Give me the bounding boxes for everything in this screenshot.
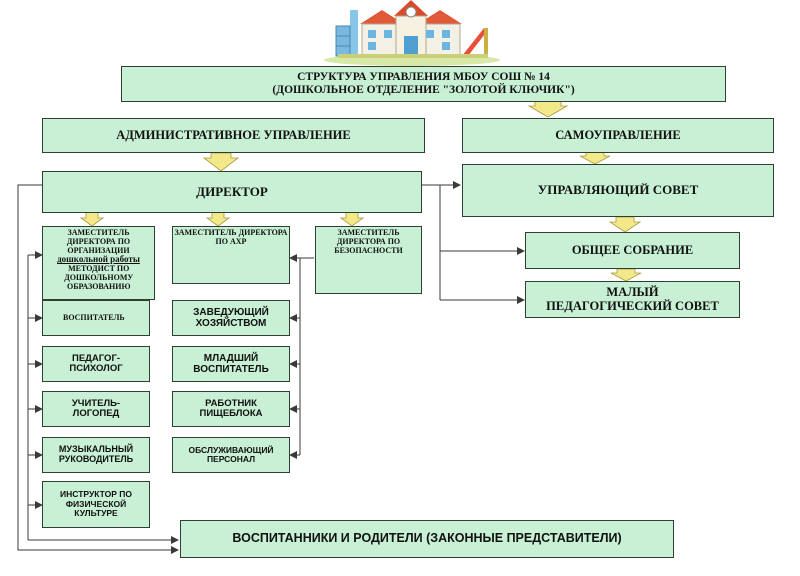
node-junior-educator: МЛАДШИЙ ВОСПИТАТЕЛЬ [172,346,290,382]
node-service-label: ОБСЛУЖИВАЮЩИЙ ПЕРСОНАЛ [188,444,274,464]
node-service: ОБСЛУЖИВАЮЩИЙ ПЕРСОНАЛ [172,437,290,473]
node-music: МУЗЫКАЛЬНЫЙ РУКОВОДИТЕЛЬ [42,437,150,473]
node-deputy-preschool-tail: дошкольной работы [57,254,140,265]
node-director: ДИРЕКТОР [42,171,422,213]
node-psychologist-label: ПЕДАГОГ-ПСИХОЛОГ [69,352,123,374]
node-admin-label: АДМИНИСТРАТИВНОЕ УПРАВЛЕНИЕ [116,127,351,142]
node-selfgov-label: САМОУПРАВЛЕНИЕ [555,127,681,142]
node-housekeeper-label: ЗАВЕДУЮЩИЙ ХОЗЯЙСТВОМ [193,307,269,329]
node-housekeeper: ЗАВЕДУЮЩИЙ ХОЗЯЙСТВОМ [172,300,290,336]
node-council-label: УПРАВЛЯЮЩИЙ СОВЕТ [537,182,699,198]
node-junior-educator-label: МЛАДШИЙ ВОСПИТАТЕЛЬ [193,353,269,375]
node-deputy-safety-label: ЗАМЕСТИТЕЛЬ ДИРЕКТОРА ПО БЕЗОПАСНОСТИ [334,228,403,255]
node-pupils: ВОСПИТАННИКИ И РОДИТЕЛИ (ЗАКОННЫЕ ПРЕДСТ… [180,520,674,558]
node-kitchen-label: РАБОТНИК ПИЩЕБЛОКА [199,397,263,419]
node-educator-label: ВОСПИТАТЕЛЬ [63,312,125,322]
node-deputy-ahr: ЗАМЕСТИТЕЛЬ ДИРЕКТОРА ПО АХР [172,226,290,284]
diagram-title: СТРУКТУРА УПРАВЛЕНИЯ МБОУ СОШ № 14 (ДОШК… [121,66,726,102]
node-methodist-label: МЕТОДИСТ ПО ДОШКОЛЬНОМУ ОБРАЗОВАНИЮ [64,264,134,291]
node-psychologist: ПЕДАГОГ-ПСИХОЛОГ [42,346,150,382]
node-deputy-preschool-label: ЗАМЕСТИТЕЛЬ ДИРЕКТОРА ПО ОРГАНИЗАЦИИ [66,228,131,255]
node-deputy-preschool: ЗАМЕСТИТЕЛЬ ДИРЕКТОРА ПО ОРГАНИЗАЦИИ дош… [42,226,155,300]
node-deputy-ahr-label: ЗАМЕСТИТЕЛЬ ДИРЕКТОРА ПО АХР [174,228,288,246]
node-selfgov: САМОУПРАВЛЕНИЕ [462,118,774,153]
node-ped-council: МАЛЫЙ ПЕДАГОГИЧЕСКИЙ СОВЕТ [525,281,740,318]
node-music-label: МУЗЫКАЛЬНЫЙ РУКОВОДИТЕЛЬ [58,444,134,464]
title-line-2: (ДОШКОЛЬНОЕ ОТДЕЛЕНИЕ "ЗОЛОТОЙ КЛЮЧИК") [272,84,575,96]
node-educator: ВОСПИТАТЕЛЬ [42,300,150,336]
node-assembly: ОБЩЕЕ СОБРАНИЕ [525,232,740,269]
node-pe-label: ИНСТРУКТОР ПО ФИЗИЧЕСКОЙ КУЛЬТУРЕ [60,489,132,519]
node-assembly-label: ОБЩЕЕ СОБРАНИЕ [571,242,694,257]
node-council: УПРАВЛЯЮЩИЙ СОВЕТ [462,164,774,217]
node-deputy-safety: ЗАМЕСТИТЕЛЬ ДИРЕКТОРА ПО БЕЗОПАСНОСТИ [315,226,422,294]
node-speech: УЧИТЕЛЬ-ЛОГОПЕД [42,391,150,427]
node-speech-label: УЧИТЕЛЬ-ЛОГОПЕД [71,397,121,419]
node-pe: ИНСТРУКТОР ПО ФИЗИЧЕСКОЙ КУЛЬТУРЕ [42,481,150,528]
title-line-1: СТРУКТУРА УПРАВЛЕНИЯ МБОУ СОШ № 14 [297,71,550,84]
node-kitchen: РАБОТНИК ПИЩЕБЛОКА [172,391,290,427]
node-admin: АДМИНИСТРАТИВНОЕ УПРАВЛЕНИЕ [42,118,425,153]
kindergarten-building-icon [324,0,500,66]
node-ped-council-label: МАЛЫЙ ПЕДАГОГИЧЕСКИЙ СОВЕТ [546,284,719,313]
node-pupils-label: ВОСПИТАННИКИ И РОДИТЕЛИ (ЗАКОННЫЕ ПРЕДСТ… [232,531,622,546]
node-director-label: ДИРЕКТОР [196,183,268,199]
